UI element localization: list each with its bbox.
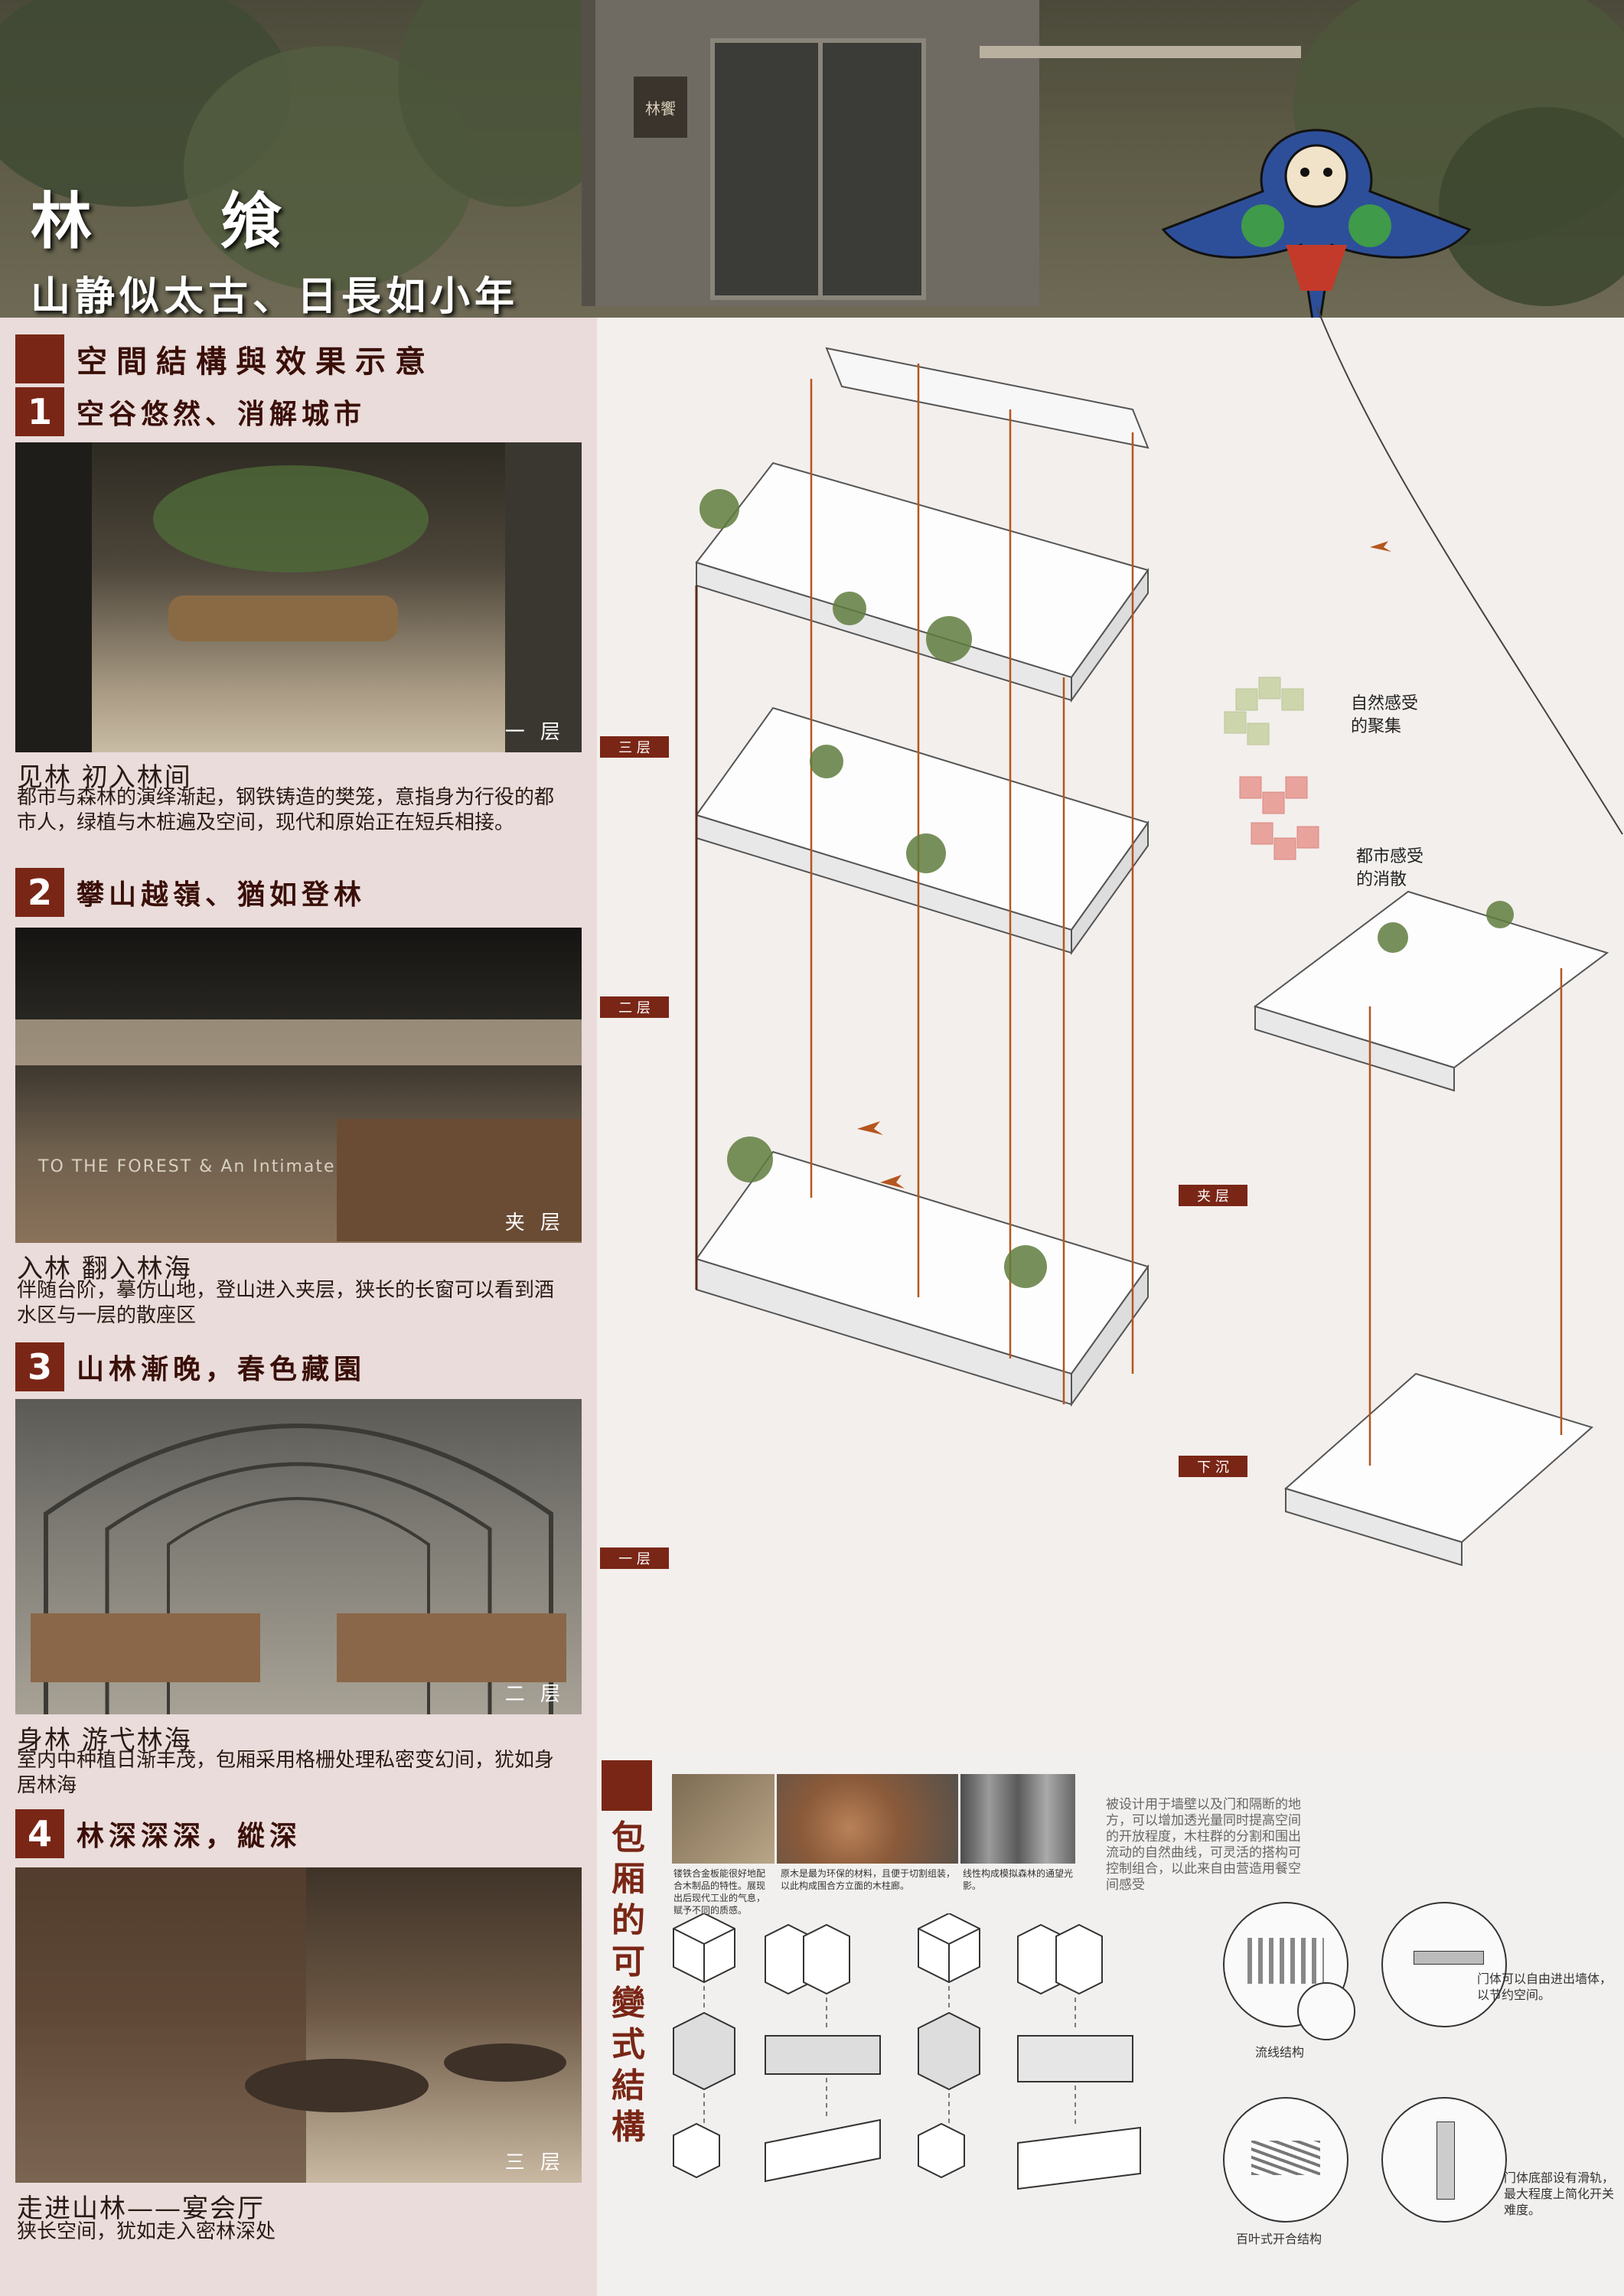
photo-floor-tag: 二 层 [504, 1683, 565, 1706]
part-number: 4 [15, 1809, 64, 1858]
floor-label: 下 沉 [1179, 1456, 1247, 1477]
round-table [245, 2059, 429, 2112]
part-number: 2 [15, 868, 64, 917]
photo-floor-tag: 三 层 [504, 2151, 565, 2174]
render-ground-floor: 一 层 [15, 442, 582, 752]
part-number: 3 [15, 1342, 64, 1391]
arched-ceiling [44, 1424, 553, 1714]
material-note: 线性构成模拟森林的通望光影。 [963, 1868, 1074, 1891]
glass-door [710, 38, 926, 300]
wall-lettering: TO THE FOREST & An Intimate [38, 1157, 336, 1176]
note-door-slide: 门体可以自由进出墙体，以节约空间。 [1477, 1971, 1613, 2002]
floor-label: 一 层 [600, 1548, 669, 1569]
section-title: 空間結構與效果示意 [77, 344, 435, 380]
caption-body: 伴随台阶，摹仿山地，登山进入夹层，狭长的长窗可以看到酒水区与一层的散座区 [17, 1279, 555, 1327]
part-heading: 山林漸晚，春色藏園 [77, 1353, 367, 1385]
material-photo-metal [672, 1774, 774, 1864]
caption-title: 身林 游弋林海 [17, 1725, 192, 1756]
photo-floor-tag: 夹 层 [504, 1212, 565, 1234]
caption-body: 狭长空间，犹如走入密林深处 [17, 2220, 276, 2243]
render-mezzanine: TO THE FOREST & An Intimate 夹 层 [15, 928, 582, 1243]
floor-label: 三 层 [600, 736, 669, 758]
door-sign: 林饗 [634, 77, 687, 138]
render-third-floor: 三 层 [15, 1867, 582, 2183]
material-note: 原木是最为环保的材料，且便于切割组装，以此构成围合方立面的木柱廊。 [781, 1868, 956, 1891]
note-door-rail: 门体底部设有滑轨，最大程度上简化开关难度。 [1504, 2170, 1615, 2217]
caption-title: 见林 初入林间 [17, 762, 192, 793]
detail-circle-small [1297, 1982, 1355, 2040]
panel-vertical-title: 包厢的可變式結構 [611, 1818, 645, 2147]
wood-wall [15, 1867, 306, 2183]
material-note: 镂铁合金板能很好地配合木制品的特性。展现出后现代工业的气息，赋予不同的质感。 [673, 1868, 766, 1916]
caption-body: 都市与森林的演绎渐起，钢铁铸造的樊笼，意指身为行役的都市人，绿植与木桩遍及空间，… [17, 786, 555, 834]
photo-floor-tag: 一 层 [504, 721, 565, 744]
bar-counter [15, 1019, 582, 1065]
section-marker [15, 334, 64, 383]
part-number: 1 [15, 387, 64, 436]
dining-table [337, 1119, 582, 1241]
render-second-floor: 二 层 [15, 1399, 582, 1714]
label-flow-structure: 流线结构 [1255, 2045, 1305, 2060]
detail-circle-door [1381, 1902, 1507, 2027]
caption-body: 室内中种植日渐丰茂，包厢采用格栅处理私密变幻间，犹如身居林海 [17, 1749, 555, 1797]
floor-label: 夹 层 [1179, 1185, 1247, 1206]
module-diagrams [673, 1913, 1141, 2190]
dining-table [31, 1613, 260, 1682]
part-heading: 林深深深，縱深 [77, 1820, 302, 1852]
dining-table [168, 595, 398, 641]
awning [980, 46, 1301, 58]
material-photo-wood [777, 1774, 958, 1864]
title-block: 林 飨 山静似太古、日長如小年 [31, 172, 519, 318]
part-heading: 攀山越嶺、猶如登林 [77, 879, 367, 911]
label-blinds-structure: 百叶式开合结构 [1236, 2232, 1322, 2246]
swallow-kite-icon [1161, 129, 1472, 318]
panel-intro-text: 被设计用于墙壁以及门和隔断的地方，可以增加透光量同时提高空间的开放程度，木柱群的… [1106, 1797, 1301, 1893]
hanging-plants [153, 465, 429, 572]
project-subtitle: 山静似太古、日長如小年 [31, 273, 520, 318]
project-title: 林 飨 [31, 185, 335, 257]
dining-table [337, 1613, 566, 1682]
caption-title: 走进山林——宴会厅 [17, 2193, 265, 2224]
caption-title: 入林 翻入林海 [17, 1254, 192, 1284]
detail-circle-blinds [1223, 2097, 1348, 2223]
floor-label: 二 层 [600, 996, 669, 1018]
detail-circle-rail [1381, 2097, 1507, 2223]
restaurant-facade: 林饗 [582, 0, 1039, 306]
part-heading: 空谷悠然、消解城市 [77, 398, 367, 430]
material-photo-forest [960, 1774, 1075, 1864]
panel-marker [602, 1760, 652, 1811]
tree-foliage [1439, 107, 1624, 306]
kite-string [1316, 306, 1623, 835]
legend-city: 都市感受 的消散 [1356, 847, 1424, 889]
round-table [444, 2043, 566, 2082]
legend-nature: 自然感受 的聚集 [1351, 694, 1419, 736]
header-banner: 林饗 林 飨 山静似太古、日長如小年 [0, 0, 1624, 318]
exploded-axonometric-diagram [695, 347, 1609, 1567]
